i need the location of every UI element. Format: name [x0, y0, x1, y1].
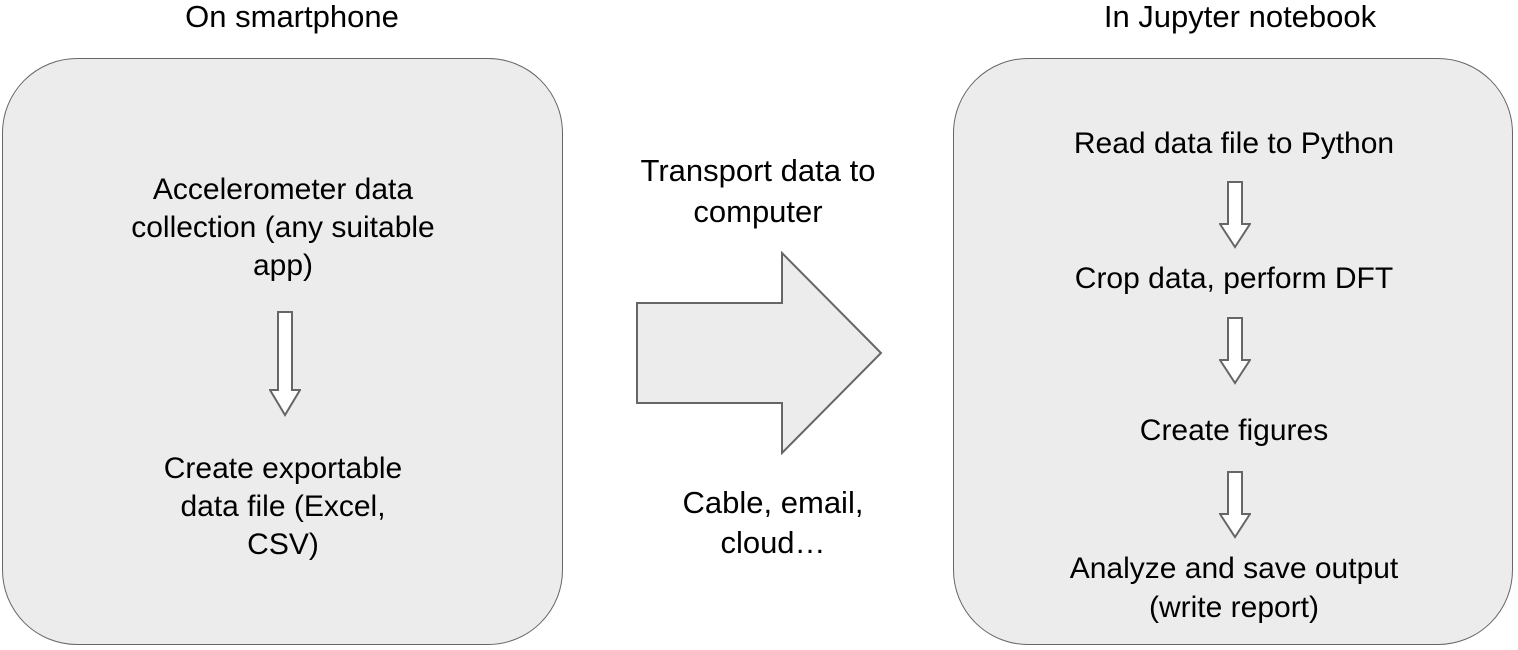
step-create-export-file: Create exportable data file (Excel, CSV)	[163, 452, 403, 561]
smartphone-box: Accelerometer data collection (any suita…	[2, 58, 563, 645]
left-panel-title: On smartphone	[185, 0, 399, 34]
transport-label: Transport data to computer	[640, 153, 876, 229]
step-read-data: Read data file to Python	[1073, 127, 1395, 160]
down-arrow-icon	[1219, 317, 1251, 385]
down-arrow-icon	[269, 311, 301, 417]
down-arrow-icon	[1219, 181, 1251, 249]
transfer-methods-label: Cable, email, cloud…	[682, 485, 864, 560]
jupyter-box: Read data file to Python Crop data, perf…	[953, 58, 1513, 645]
step-create-figures: Create figures	[1139, 414, 1329, 447]
down-arrow-icon	[1219, 471, 1251, 539]
step-crop-dft: Crop data, perform DFT	[1074, 262, 1394, 295]
right-arrow-icon	[635, 251, 883, 455]
step-accelerometer-collection: Accelerometer data collection (any suita…	[131, 173, 435, 282]
step-analyze-save: Analyze and save output (write report)	[1069, 552, 1399, 624]
right-panel-title: In Jupyter notebook	[1103, 0, 1377, 34]
